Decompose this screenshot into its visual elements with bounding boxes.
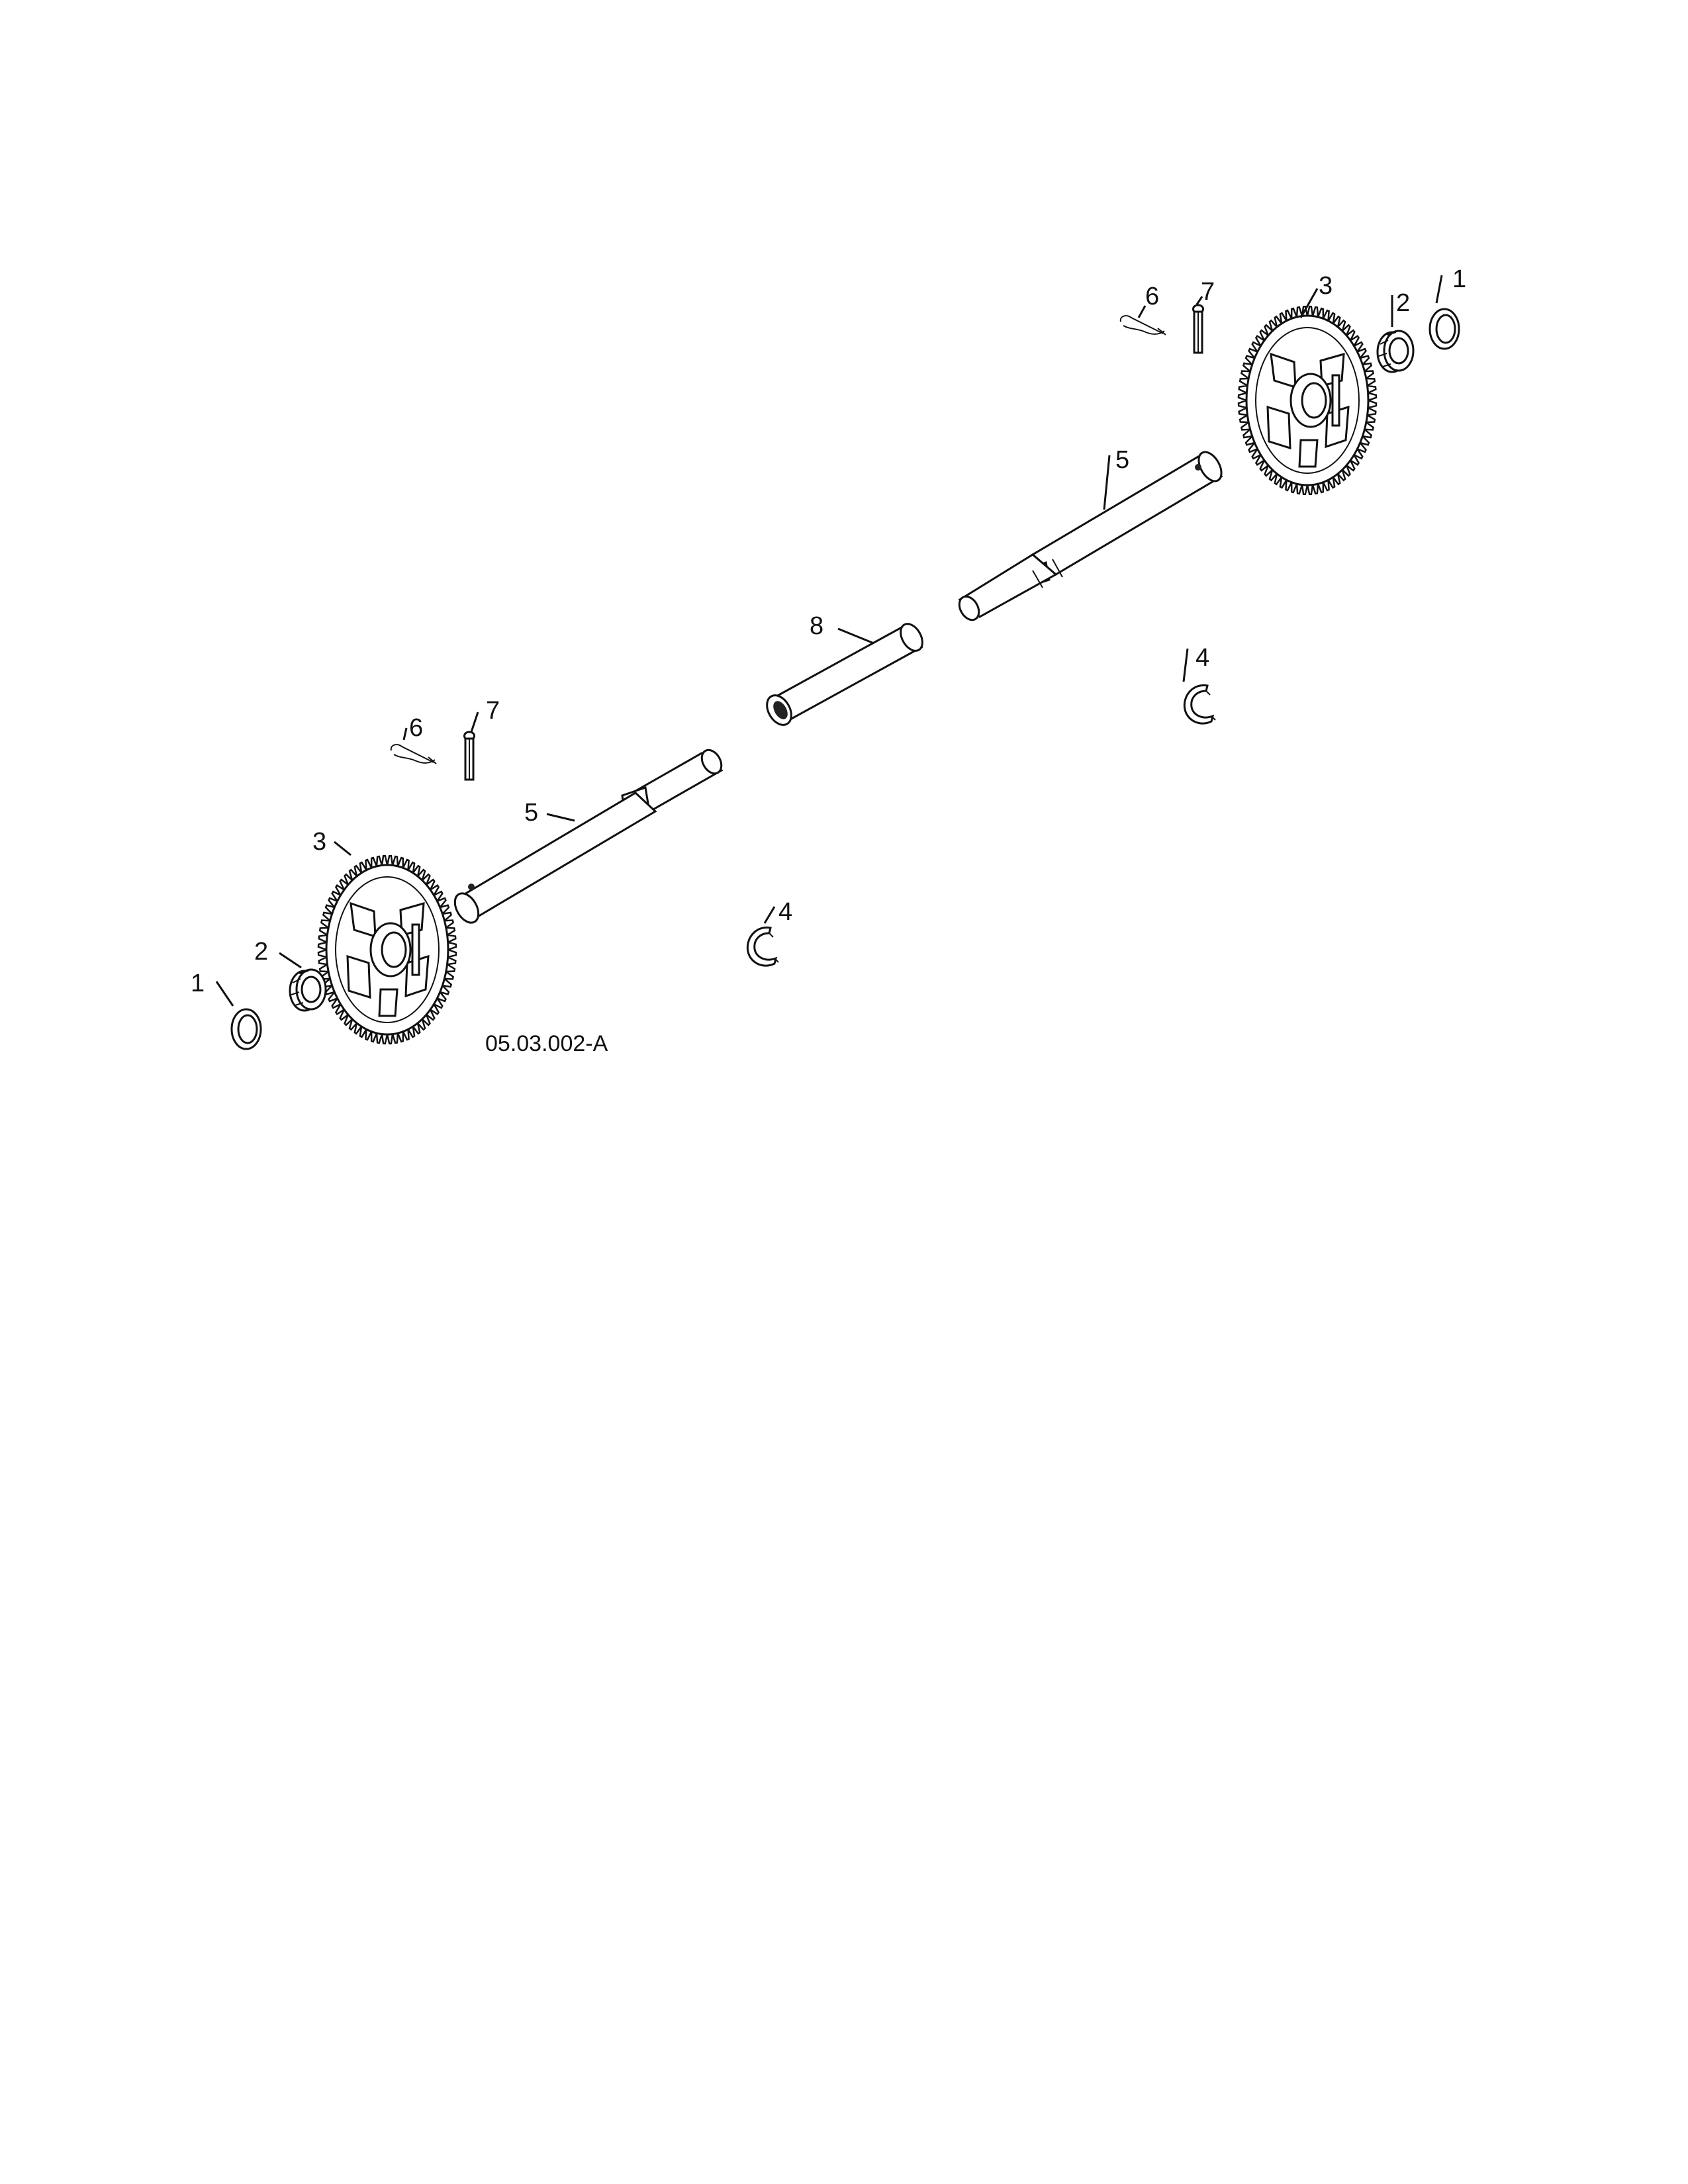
spur-gear-icon <box>317 854 457 1045</box>
hairpin-cotter-icon <box>1119 315 1166 336</box>
spur-gear-icon <box>1237 305 1378 496</box>
callout-ering-right: 4 <box>1196 644 1209 672</box>
retaining-ring-icon <box>746 927 780 967</box>
callout-washer-right: 1 <box>1452 265 1466 293</box>
axle-shaft-icon <box>453 749 724 924</box>
bushing-icon <box>289 968 327 1012</box>
figure-reference: 05.03.002-A <box>485 1031 608 1056</box>
callout-hairpin-left: 6 <box>409 714 423 742</box>
callout-bushing-right: 2 <box>1396 289 1410 317</box>
callout-gear-left: 3 <box>312 828 326 856</box>
sleeve-tube-icon <box>766 623 923 726</box>
retaining-ring-icon <box>1183 684 1217 725</box>
callout-gear-right: 3 <box>1319 272 1333 300</box>
axle-shaft-icon <box>958 451 1223 621</box>
callout-shaft-left: 5 <box>524 799 538 827</box>
clevis-pin-icon <box>1192 304 1204 354</box>
callout-ering-left: 4 <box>778 898 792 926</box>
washer-icon <box>230 1008 262 1050</box>
leader-lines <box>215 275 1443 1007</box>
clevis-pin-icon <box>463 731 475 781</box>
hairpin-cotter-icon <box>390 744 437 764</box>
washer-icon <box>1429 308 1460 350</box>
callout-sleeve: 8 <box>810 612 823 640</box>
callout-clevis-pin-left: 7 <box>486 697 500 725</box>
callout-bushing-left: 2 <box>254 938 268 966</box>
callout-hairpin-right: 6 <box>1145 283 1159 310</box>
bushing-icon <box>1376 330 1415 373</box>
callout-clevis-pin-right: 7 <box>1201 278 1215 306</box>
callout-shaft-right: 5 <box>1115 446 1129 474</box>
callout-washer-left: 1 <box>191 970 205 997</box>
